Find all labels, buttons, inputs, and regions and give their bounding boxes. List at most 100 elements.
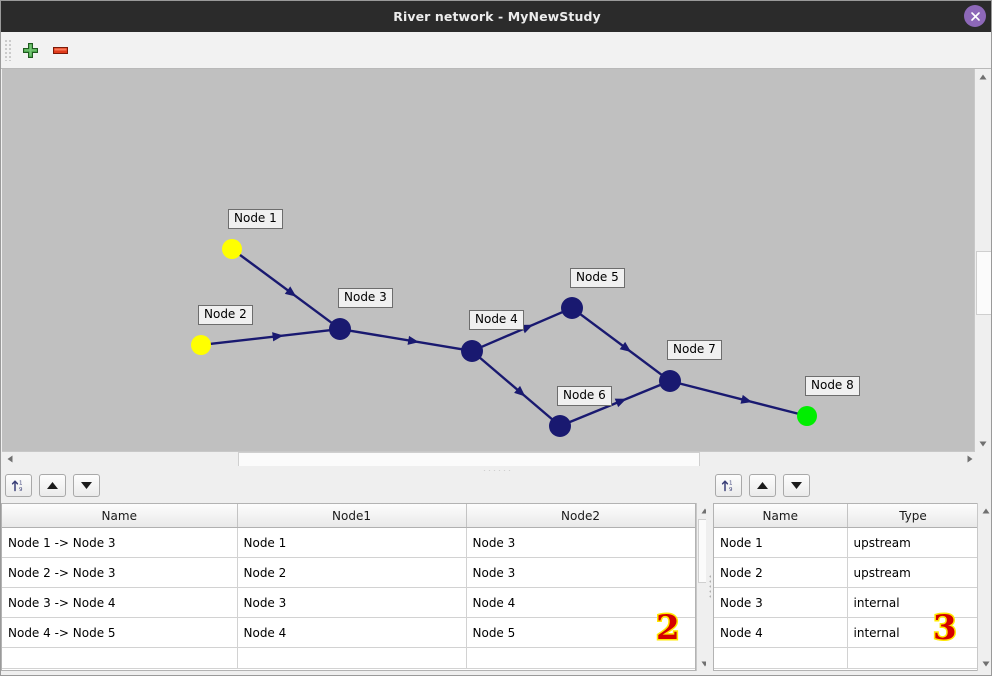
sort-icon[interactable]: 1 9 — [715, 474, 742, 497]
table-cell[interactable] — [237, 647, 467, 669]
table-cell[interactable]: Node 1 — [714, 527, 848, 558]
panel-splitter[interactable] — [1, 466, 991, 475]
network-edge[interactable] — [238, 253, 333, 325]
scroll-up-icon[interactable] — [978, 503, 991, 518]
table-cell[interactable]: Node 4 — [466, 587, 695, 618]
node-label[interactable]: Node 6 — [557, 386, 612, 406]
network-node[interactable] — [461, 340, 483, 362]
table-cell[interactable]: Node 1 — [237, 527, 467, 558]
move-up-icon[interactable] — [749, 474, 776, 497]
graph-vertical-scrollbar[interactable] — [974, 69, 991, 451]
table-cell[interactable]: Node 2 -> Node 3 — [2, 557, 238, 588]
toolbar-grip[interactable] — [4, 39, 13, 61]
node-table-toolbar: 1 9 — [715, 474, 817, 497]
table-cell[interactable] — [466, 647, 695, 669]
edge-arrow-icon — [619, 341, 632, 353]
network-edge[interactable] — [568, 383, 662, 424]
network-edge[interactable] — [209, 328, 331, 346]
table-cell[interactable]: Node 1 -> Node 3 — [2, 527, 238, 558]
network-node[interactable] — [797, 406, 817, 426]
add-plus-icon[interactable] — [17, 37, 43, 63]
main-toolbar — [1, 32, 991, 69]
table-cell[interactable]: Node 3 — [466, 557, 695, 588]
table-cell[interactable] — [714, 647, 848, 669]
table-cell[interactable]: Node 3 — [466, 527, 695, 558]
close-icon[interactable] — [964, 5, 986, 27]
table-row-empty[interactable] — [714, 647, 977, 669]
tables-splitter[interactable] — [706, 503, 713, 671]
table-cell[interactable]: internal — [847, 617, 977, 648]
node-label[interactable]: Node 8 — [805, 376, 860, 396]
scroll-down-icon[interactable] — [978, 656, 991, 671]
scroll-right-icon[interactable] — [962, 452, 977, 466]
table-cell[interactable]: Node 4 — [714, 617, 848, 648]
column-header[interactable]: Type — [847, 504, 977, 528]
network-edge[interactable] — [579, 313, 663, 376]
graph-horizontal-scrollbar[interactable] — [2, 451, 977, 468]
table-cell[interactable]: Node 3 -> Node 4 — [2, 587, 238, 618]
network-edge[interactable] — [478, 356, 554, 421]
network-node[interactable] — [549, 415, 571, 437]
table-cell[interactable]: internal — [847, 587, 977, 618]
network-edge[interactable] — [349, 329, 463, 351]
table-cell[interactable] — [2, 647, 238, 669]
column-header[interactable]: Node2 — [466, 504, 695, 528]
scroll-left-icon[interactable] — [2, 452, 17, 466]
table-cell[interactable]: Node 4 -> Node 5 — [2, 617, 238, 648]
node-label[interactable]: Node 2 — [198, 305, 253, 325]
move-up-icon[interactable] — [39, 474, 66, 497]
splitter-grip-icon — [482, 469, 512, 472]
network-edge[interactable] — [679, 382, 799, 415]
column-header[interactable]: Node1 — [237, 504, 467, 528]
network-node[interactable] — [561, 297, 583, 319]
node-label[interactable]: Node 5 — [570, 268, 625, 288]
remove-minus-icon[interactable] — [47, 37, 73, 63]
node-label[interactable]: Node 1 — [228, 209, 283, 229]
table-cell[interactable]: Node 2 — [237, 557, 467, 588]
table-cell[interactable]: upstream — [847, 557, 977, 588]
network-node[interactable] — [191, 335, 211, 355]
scrollbar-corner — [975, 451, 991, 466]
annotation-2: 2 — [655, 608, 682, 648]
table-cell[interactable]: Node 5 — [466, 617, 695, 648]
edge-arrow-icon — [614, 398, 627, 408]
column-header[interactable]: Name — [2, 504, 238, 528]
node-label[interactable]: Node 4 — [469, 310, 524, 330]
table-cell[interactable]: Node 4 — [237, 617, 467, 648]
move-down-icon[interactable] — [73, 474, 100, 497]
node-label[interactable]: Node 3 — [338, 288, 393, 308]
column-header[interactable]: Name — [714, 504, 848, 528]
move-down-icon[interactable] — [783, 474, 810, 497]
table-cell[interactable]: Node 3 — [714, 587, 848, 618]
scroll-down-icon[interactable] — [975, 436, 991, 451]
table-cell[interactable]: Node 3 — [237, 587, 467, 618]
table-cell[interactable]: upstream — [847, 527, 977, 558]
network-node[interactable] — [329, 318, 351, 340]
table-cell[interactable] — [847, 647, 977, 669]
scroll-up-icon[interactable] — [975, 69, 991, 84]
node-table-scrollbar[interactable] — [977, 503, 991, 671]
node-label[interactable]: Node 7 — [667, 340, 722, 360]
svg-text:9: 9 — [729, 487, 733, 493]
river-network-canvas[interactable]: Node 1 Node 2 Node 3 Node 4 Node 5 Node 6 Node… — [2, 69, 977, 451]
edge-arrow-icon — [284, 286, 297, 297]
table-cell[interactable]: Node 2 — [714, 557, 848, 588]
table-row-empty[interactable] — [2, 647, 695, 669]
network-node[interactable] — [659, 370, 681, 392]
sort-icon[interactable]: 1 9 — [5, 474, 32, 497]
network-node[interactable] — [222, 239, 242, 259]
graph-vscroll-thumb[interactable] — [976, 251, 991, 315]
